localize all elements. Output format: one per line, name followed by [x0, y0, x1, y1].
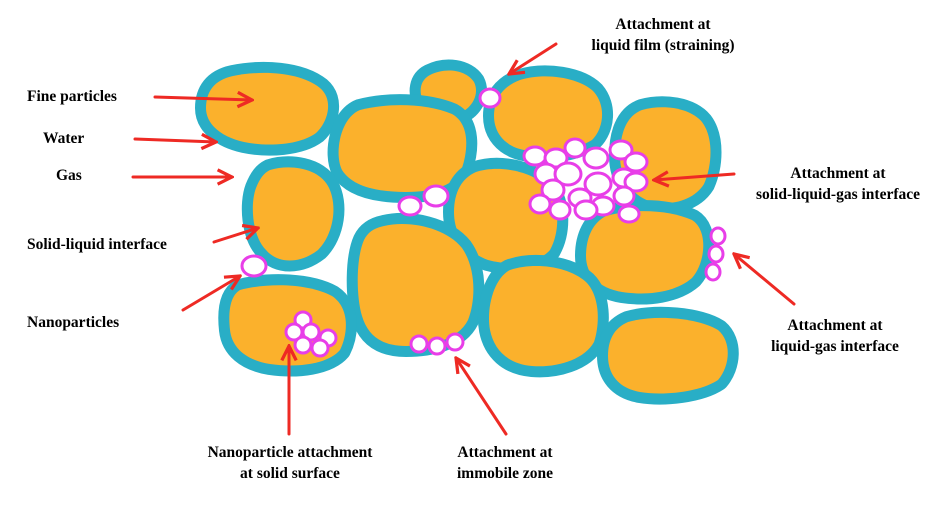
- label-gas: Gas: [56, 167, 82, 184]
- grain-10: [478, 255, 609, 378]
- fine-particle: [206, 72, 329, 145]
- fine-particle: [608, 317, 728, 394]
- nanoparticle: [522, 145, 548, 167]
- grain-group: [195, 59, 739, 405]
- arrow-fine-particles: [153, 97, 252, 100]
- label-line: Nanoparticle attachment: [207, 444, 373, 461]
- fine-particle: [252, 167, 334, 261]
- nanoparticle: [240, 254, 268, 278]
- nanoparticle: [563, 137, 587, 159]
- nanoparticle: [623, 151, 649, 173]
- label-line: Attachment at: [457, 444, 553, 461]
- label-line: at solid surface: [240, 465, 340, 482]
- nanoparticle: [582, 146, 610, 170]
- fine-particle: [357, 224, 474, 346]
- nanoparticle-group: [240, 87, 727, 358]
- nanoparticle: [540, 178, 566, 202]
- grain-9: [575, 200, 715, 305]
- arrow-water: [133, 139, 216, 142]
- nanoparticle: [553, 161, 583, 187]
- label-attachment-liquid-gas: Attachment at liquid-gas interface: [745, 315, 925, 357]
- nanoparticle: [623, 171, 649, 193]
- arrow-nanoparticles: [181, 276, 240, 312]
- label-attachment-slg-interface: Attachment at solid-liquid-gas interface: [738, 163, 938, 205]
- label-water: Water: [43, 130, 85, 147]
- label-nanoparticle-attachment-solid: Nanoparticle attachment at solid surface: [178, 442, 402, 484]
- label-solid-liquid-interface: Solid-liquid interface: [27, 236, 167, 253]
- label-line: liquid-gas interface: [771, 338, 899, 355]
- label-nanoparticles: Nanoparticles: [27, 314, 120, 331]
- grain-12: [597, 306, 739, 405]
- fine-particle: [488, 266, 598, 367]
- nanoparticle: [293, 335, 313, 355]
- nanoparticle: [422, 184, 450, 208]
- nanoparticle: [310, 338, 330, 358]
- nanoparticle: [427, 336, 447, 356]
- arrow-group: [131, 42, 796, 436]
- arrow-immobile-zone: [456, 358, 508, 436]
- grain-8: [346, 213, 485, 357]
- label-attachment-liquid-film: Attachment at liquid film (straining): [568, 14, 758, 56]
- nanoparticle: [617, 204, 641, 224]
- nanoparticle: [704, 262, 722, 282]
- fine-particle: [494, 76, 603, 152]
- label-attachment-immobile-zone: Attachment at immobile zone: [430, 442, 580, 484]
- arrow-liquid-film: [509, 42, 558, 74]
- label-fine-particles: Fine particles: [27, 88, 117, 105]
- nanoparticle: [397, 195, 423, 217]
- nanoparticle: [709, 226, 727, 246]
- grain-7: [443, 157, 569, 275]
- arrow-slg-interface: [654, 174, 736, 180]
- label-line: Attachment at: [790, 165, 886, 182]
- label-line: liquid film (straining): [591, 37, 735, 54]
- nanoparticle: [608, 139, 634, 161]
- nanoparticle: [707, 244, 725, 264]
- label-line: solid-liquid-gas interface: [755, 186, 921, 203]
- nanoparticle: [409, 334, 429, 354]
- nanoparticle: [612, 185, 636, 207]
- arrow-liquid-gas-interface: [734, 254, 796, 306]
- nanoparticle: [583, 171, 613, 197]
- label-line: Attachment at: [787, 317, 883, 334]
- grain-6: [241, 156, 345, 272]
- fine-particle: [338, 105, 467, 192]
- nanoparticle: [573, 199, 599, 221]
- nanoparticle: [548, 199, 572, 221]
- arrow-solid-liquid-interface: [212, 228, 258, 244]
- grain-4: [483, 65, 613, 163]
- fine-particle: [454, 168, 558, 264]
- label-line: immobile zone: [457, 465, 553, 482]
- nanoparticle: [478, 87, 502, 109]
- nanoparticle: [445, 332, 465, 352]
- label-line: Attachment at: [615, 16, 711, 33]
- grain-3: [327, 94, 478, 203]
- fine-particle: [586, 211, 704, 294]
- nanoparticle: [528, 193, 552, 215]
- grain-1: [195, 61, 340, 156]
